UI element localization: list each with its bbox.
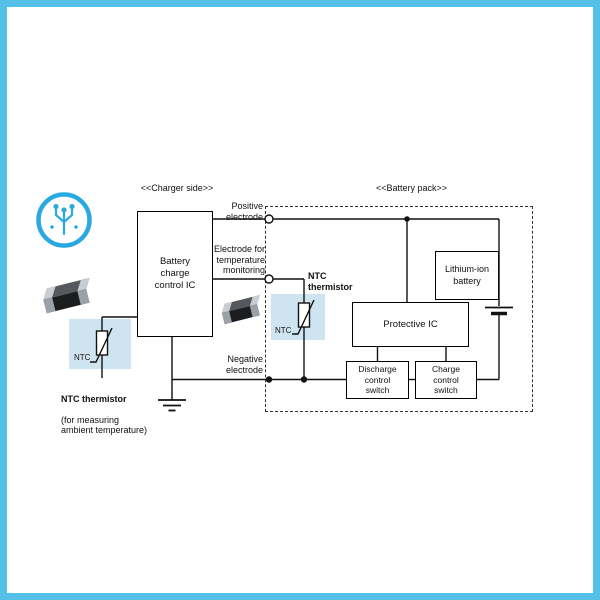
ntc-chip-photo-left xyxy=(43,277,90,314)
ntc-chip-photo-mid xyxy=(221,295,260,325)
battery-pack-boundary xyxy=(265,206,533,412)
lithium-ion-battery-box: Lithium-ion battery xyxy=(435,251,499,300)
ntc-thermistor-left-title: NTC thermistor xyxy=(61,393,127,404)
protective-ic-box: Protective IC xyxy=(352,302,469,347)
ntc-thermistor-left-subtitle: (for measuring ambient temperature) xyxy=(61,414,148,436)
battery-charge-control-ic-box: Battery charge control IC xyxy=(137,211,213,337)
negative-electrode-label: Negative electrode xyxy=(225,354,263,375)
discharge-control-switch-box: Discharge control switch xyxy=(346,361,409,399)
label-battery-pack: <<Battery pack>> xyxy=(375,183,448,193)
ntc-thermistor-mid-title: NTC thermistor xyxy=(308,271,353,292)
label-charger-side: <<Charger side>> xyxy=(140,183,214,193)
brand-logo-icon xyxy=(36,192,92,248)
ntc-thermistor-left-caption: NTC thermistor (for measuring ambient te… xyxy=(61,383,193,447)
charge-control-switch-box: Charge control switch xyxy=(415,361,477,399)
ntc-mid-symbol-label: NTC xyxy=(275,326,292,335)
ntc-left-symbol-label: NTC xyxy=(74,353,91,362)
positive-electrode-label: Positive electrode xyxy=(225,201,263,222)
temperature-electrode-label: Electrode for temperature monitoring xyxy=(213,244,265,276)
